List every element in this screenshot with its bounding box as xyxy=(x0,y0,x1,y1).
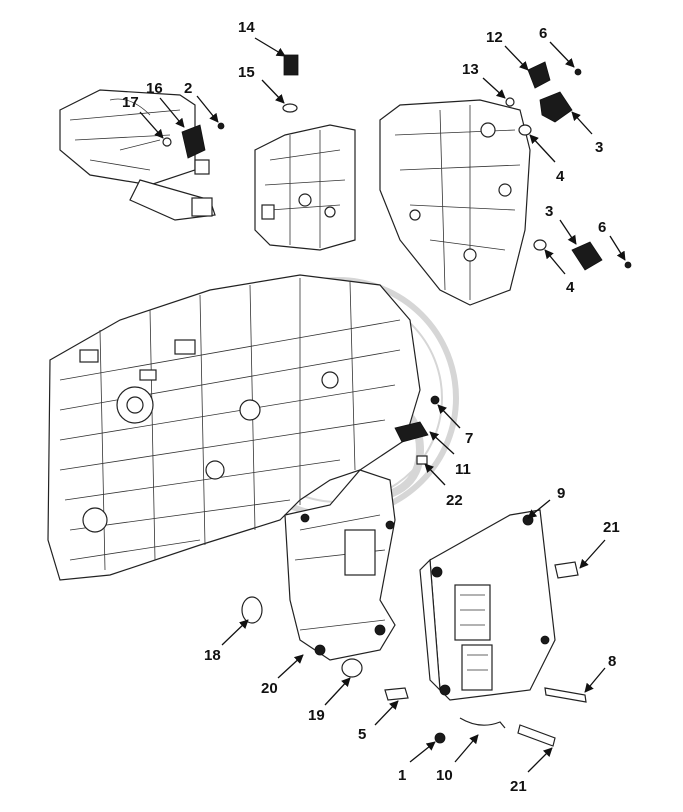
part-6-screw-a xyxy=(574,68,582,76)
part-21-bolt-b xyxy=(517,724,556,747)
part-14-sensor xyxy=(283,54,299,76)
part-15-oring xyxy=(282,103,298,113)
callout-19: 19 xyxy=(308,707,325,724)
harness-bracket-assembly xyxy=(59,89,216,221)
part-22-clip xyxy=(416,455,428,465)
part-19-isolator xyxy=(341,658,363,678)
callout-6-bottom: 6 xyxy=(598,219,606,236)
callout-2: 2 xyxy=(184,80,192,97)
part-5-bolt xyxy=(384,687,409,701)
part-3-sensor-b xyxy=(571,241,603,271)
callout-5: 5 xyxy=(358,726,366,743)
part-2-screw xyxy=(217,122,225,130)
callout-6-top: 6 xyxy=(539,25,547,42)
callout-22: 22 xyxy=(446,492,463,509)
callout-14: 14 xyxy=(238,19,255,36)
callout-4-top: 4 xyxy=(556,168,565,185)
part-17-oring xyxy=(162,137,172,147)
part-18-isolator xyxy=(241,596,263,624)
small-components xyxy=(162,54,632,747)
callout-21-bottom: 21 xyxy=(510,778,527,795)
engine-block xyxy=(47,274,421,581)
part-7-screw xyxy=(430,395,440,405)
part-13-oring xyxy=(505,97,515,107)
callout-8: 8 xyxy=(608,653,616,670)
leader-lines xyxy=(139,37,626,773)
callout-12: 12 xyxy=(486,29,503,46)
part-4-oring-b xyxy=(533,239,547,251)
ecm-mounting-bracket xyxy=(284,469,396,661)
callout-3-bottom: 3 xyxy=(545,203,553,220)
callout-13: 13 xyxy=(462,61,479,78)
part-16-sensor xyxy=(181,124,206,159)
part-8-bolt xyxy=(544,687,587,703)
part-21-bolt-a xyxy=(554,561,579,579)
callout-11: 11 xyxy=(455,461,471,478)
valve-housing xyxy=(254,124,356,251)
part-6-screw-b xyxy=(624,261,632,269)
callout-3-top: 3 xyxy=(595,139,603,156)
ecm-module xyxy=(419,509,556,701)
callout-10: 10 xyxy=(436,767,453,784)
part-4-oring-a xyxy=(518,124,532,136)
callout-4-bottom: 4 xyxy=(566,279,575,296)
callout-7: 7 xyxy=(465,430,473,447)
callout-9: 9 xyxy=(557,485,565,502)
callout-15: 15 xyxy=(238,64,255,81)
callout-labels: 14 15 16 17 2 12 13 6 3 4 3 6 4 7 11 22 … xyxy=(122,19,620,795)
part-11-sensor xyxy=(394,421,429,443)
part-3-sensor-a xyxy=(539,91,573,123)
part-10-ground-strap xyxy=(459,717,506,729)
part-1-nut xyxy=(434,732,446,744)
callout-18: 18 xyxy=(204,647,221,664)
callout-1: 1 xyxy=(398,767,406,784)
callout-20: 20 xyxy=(261,680,278,697)
callout-21-top: 21 xyxy=(603,519,620,536)
front-cover xyxy=(379,99,531,306)
part-12-sensor xyxy=(527,61,551,89)
callout-16: 16 xyxy=(146,80,163,97)
callout-17: 17 xyxy=(122,94,139,111)
